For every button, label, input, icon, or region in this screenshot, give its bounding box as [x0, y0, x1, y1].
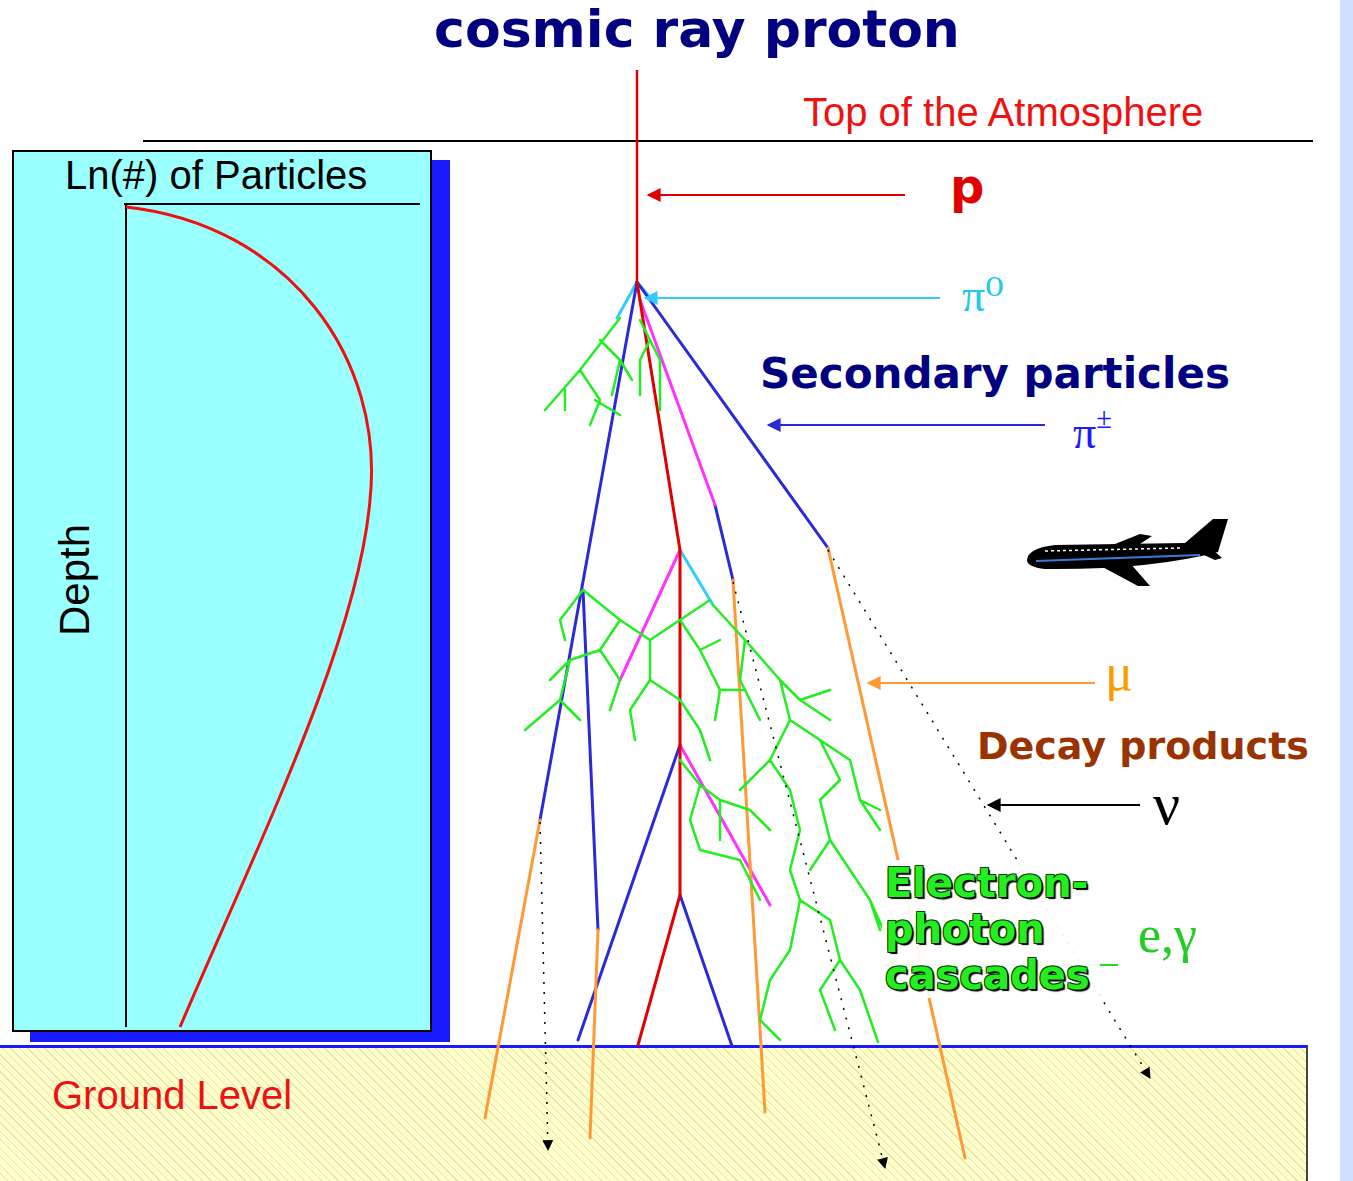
pointer-arrows — [645, 195, 1140, 965]
axis-line — [125, 204, 127, 1027]
axis-label: Depth — [51, 524, 99, 636]
symbol-superscript: ± — [1096, 403, 1112, 434]
particle-symbol: p — [950, 159, 984, 214]
particle-symbol: ν — [1153, 770, 1180, 839]
profile-curve — [126, 207, 372, 1027]
proton-track — [636, 70, 639, 282]
group-label: Secondary particles — [760, 350, 1230, 398]
label-anchor: μ — [1105, 643, 1133, 703]
label-anchor: e,γ — [1138, 905, 1197, 965]
particle-symbol: μ — [1105, 643, 1133, 703]
text-anchor: Ln(#) of Particles — [65, 152, 367, 198]
label-anchor: π± — [1073, 403, 1112, 460]
label-anchor: π⁰ — [962, 270, 1004, 323]
particle-symbol: e,γ — [1138, 905, 1197, 965]
title: cosmic ray proton — [434, 0, 960, 60]
layer-label: Top of the Atmosphere — [803, 89, 1203, 135]
edge-strip — [1340, 0, 1353, 1181]
ground-band: Ground Level — [0, 1045, 1308, 1181]
group-label: Electron- photon cascades — [882, 860, 1100, 998]
text-anchor: Depth — [51, 524, 99, 636]
neutrino-tracks — [540, 550, 1150, 1168]
text-anchor: Ground Level — [52, 1072, 292, 1118]
label-anchor: Electron- photon cascades — [882, 860, 1100, 998]
particle-symbol: π⁰ — [962, 270, 1004, 323]
shower-tracks — [485, 282, 965, 1158]
label-anchor: ν — [1153, 770, 1180, 839]
label-anchor: Secondary particles — [760, 350, 1230, 398]
particle-symbol: π± — [1073, 403, 1112, 460]
title-anchor: cosmic ray proton — [434, 0, 960, 60]
group-label: Decay products — [977, 725, 1309, 769]
graph-panel: Ln(#) of ParticlesDepth — [12, 150, 432, 1032]
symbol-base: π — [1073, 407, 1096, 458]
label-anchor: p — [950, 159, 984, 214]
label-anchor: Decay products — [977, 725, 1309, 769]
atmosphere-line — [143, 140, 1313, 142]
axis-title: Ln(#) of Particles — [65, 152, 367, 198]
ground-label: Ground Level — [52, 1072, 292, 1118]
label-anchor: Top of the Atmosphere — [803, 89, 1203, 135]
airplane-icon — [1027, 519, 1228, 586]
axis-line — [124, 203, 420, 205]
